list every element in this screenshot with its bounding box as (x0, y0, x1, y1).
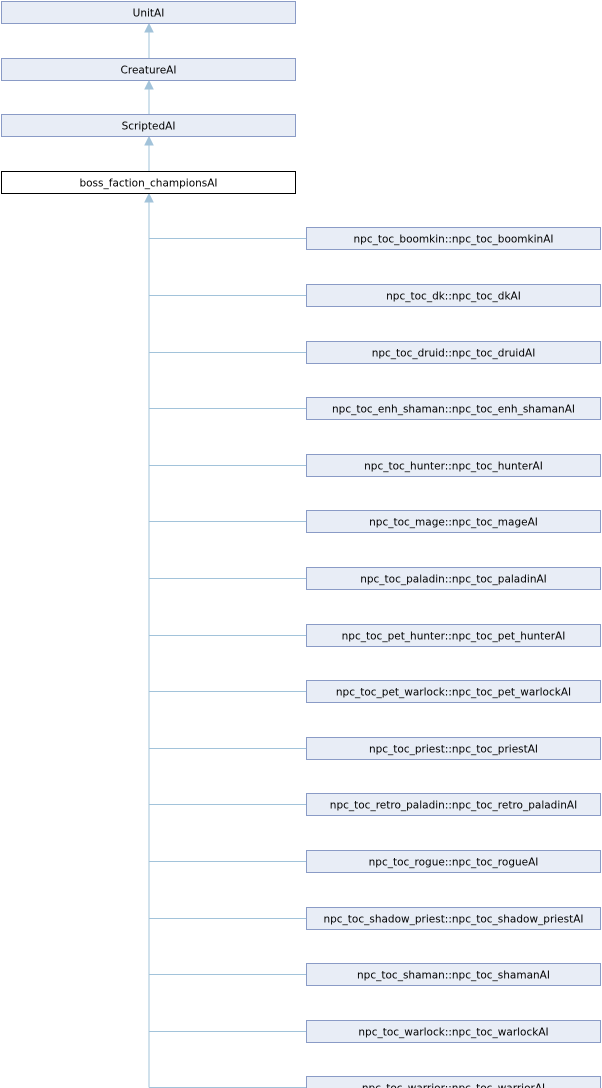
class-node-box (306, 907, 601, 930)
class-node-label: npc_toc_pet_hunter::npc_toc_pet_hunterAI (342, 631, 566, 643)
class-node-box (1, 1, 296, 24)
class-node-label: boss_faction_championsAI (79, 178, 217, 190)
class-node-npc-toc-warlock-npc-toc-warlockai[interactable]: npc_toc_warlock::npc_toc_warlockAI (306, 1020, 601, 1043)
class-node-label: npc_toc_mage::npc_toc_mageAI (369, 517, 538, 529)
class-node-npc-toc-shaman-npc-toc-shamanai[interactable]: npc_toc_shaman::npc_toc_shamanAI (306, 963, 601, 986)
class-node-box (306, 793, 601, 816)
class-node-label: npc_toc_boomkin::npc_toc_boomkinAI (354, 234, 554, 246)
class-node-label: npc_toc_shadow_priest::npc_toc_shadow_pr… (323, 914, 583, 926)
class-node-label: npc_toc_retro_paladin::npc_toc_retro_pal… (330, 800, 577, 812)
class-node-creatureai[interactable]: CreatureAI (1, 58, 296, 81)
class-node-label: UnitAI (133, 8, 165, 20)
inheritance-arrowhead (144, 135, 154, 146)
class-node-box (306, 624, 601, 647)
class-node-label: npc_toc_pet_warlock::npc_toc_pet_warlock… (336, 687, 571, 699)
class-node-npc-toc-pet-hunter-npc-toc-pet-hunterai[interactable]: npc_toc_pet_hunter::npc_toc_pet_hunterAI (306, 624, 601, 647)
class-node-npc-toc-druid-npc-toc-druidai[interactable]: npc_toc_druid::npc_toc_druidAI (306, 341, 601, 364)
class-node-label: npc_toc_warrior::npc_toc_warriorAI (362, 1083, 545, 1088)
inheritance-arrowhead (144, 79, 154, 90)
class-node-box (1, 171, 296, 194)
class-node-box (306, 1020, 601, 1043)
class-node-npc-toc-priest-npc-toc-priestai[interactable]: npc_toc_priest::npc_toc_priestAI (306, 737, 601, 760)
class-node-box (306, 567, 601, 590)
class-node-npc-toc-enh-shaman-npc-toc-enh-shamanai[interactable]: npc_toc_enh_shaman::npc_toc_enh_shamanAI (306, 397, 601, 420)
class-node-box (1, 114, 296, 137)
class-node-box (306, 850, 601, 873)
class-node-label: npc_toc_enh_shaman::npc_toc_enh_shamanAI (332, 404, 575, 416)
class-node-box (306, 397, 601, 420)
class-node-box (306, 510, 601, 533)
class-node-label: npc_toc_paladin::npc_toc_paladinAI (360, 574, 547, 586)
class-node-npc-toc-paladin-npc-toc-paladinai[interactable]: npc_toc_paladin::npc_toc_paladinAI (306, 567, 601, 590)
class-node-box (306, 963, 601, 986)
class-node-boss-faction-championsai[interactable]: boss_faction_championsAI (1, 171, 296, 194)
class-node-label: npc_toc_shaman::npc_toc_shamanAI (357, 970, 550, 982)
class-node-box (306, 227, 601, 250)
class-node-label: CreatureAI (121, 65, 177, 77)
class-node-box (306, 341, 601, 364)
class-node-label: ScriptedAI (122, 121, 176, 133)
class-node-scriptedai[interactable]: ScriptedAI (1, 114, 296, 137)
class-node-label: npc_toc_warlock::npc_toc_warlockAI (358, 1027, 548, 1039)
class-node-npc-toc-boomkin-npc-toc-boomkinai[interactable]: npc_toc_boomkin::npc_toc_boomkinAI (306, 227, 601, 250)
class-node-npc-toc-hunter-npc-toc-hunterai[interactable]: npc_toc_hunter::npc_toc_hunterAI (306, 454, 601, 477)
class-node-label: npc_toc_dk::npc_toc_dkAI (386, 291, 521, 303)
inheritance-arrowhead (144, 22, 154, 33)
class-node-box (1, 58, 296, 81)
class-node-label: npc_toc_hunter::npc_toc_hunterAI (364, 461, 543, 473)
class-node-npc-toc-mage-npc-toc-mageai[interactable]: npc_toc_mage::npc_toc_mageAI (306, 510, 601, 533)
class-node-label: npc_toc_rogue::npc_toc_rogueAI (369, 857, 539, 869)
class-node-npc-toc-dk-npc-toc-dkai[interactable]: npc_toc_dk::npc_toc_dkAI (306, 284, 601, 307)
inheritance-arrowhead (144, 192, 154, 203)
class-node-box (306, 284, 601, 307)
class-node-npc-toc-rogue-npc-toc-rogueai[interactable]: npc_toc_rogue::npc_toc_rogueAI (306, 850, 601, 873)
class-node-npc-toc-pet-warlock-npc-toc-pet-warlockai[interactable]: npc_toc_pet_warlock::npc_toc_pet_warlock… (306, 680, 601, 703)
class-node-box (306, 454, 601, 477)
class-node-label: npc_toc_priest::npc_toc_priestAI (369, 744, 538, 756)
class-node-unitai[interactable]: UnitAI (1, 1, 296, 24)
class-node-npc-toc-shadow-priest-npc-toc-shadow-priestai[interactable]: npc_toc_shadow_priest::npc_toc_shadow_pr… (306, 907, 601, 930)
class-node-box (306, 737, 601, 760)
class-node-npc-toc-retro-paladin-npc-toc-retro-paladinai[interactable]: npc_toc_retro_paladin::npc_toc_retro_pal… (306, 793, 601, 816)
class-node-npc-toc-warrior-npc-toc-warriorai[interactable]: npc_toc_warrior::npc_toc_warriorAI (306, 1076, 601, 1088)
class-node-label: npc_toc_druid::npc_toc_druidAI (372, 348, 536, 360)
class-node-box (306, 680, 601, 703)
